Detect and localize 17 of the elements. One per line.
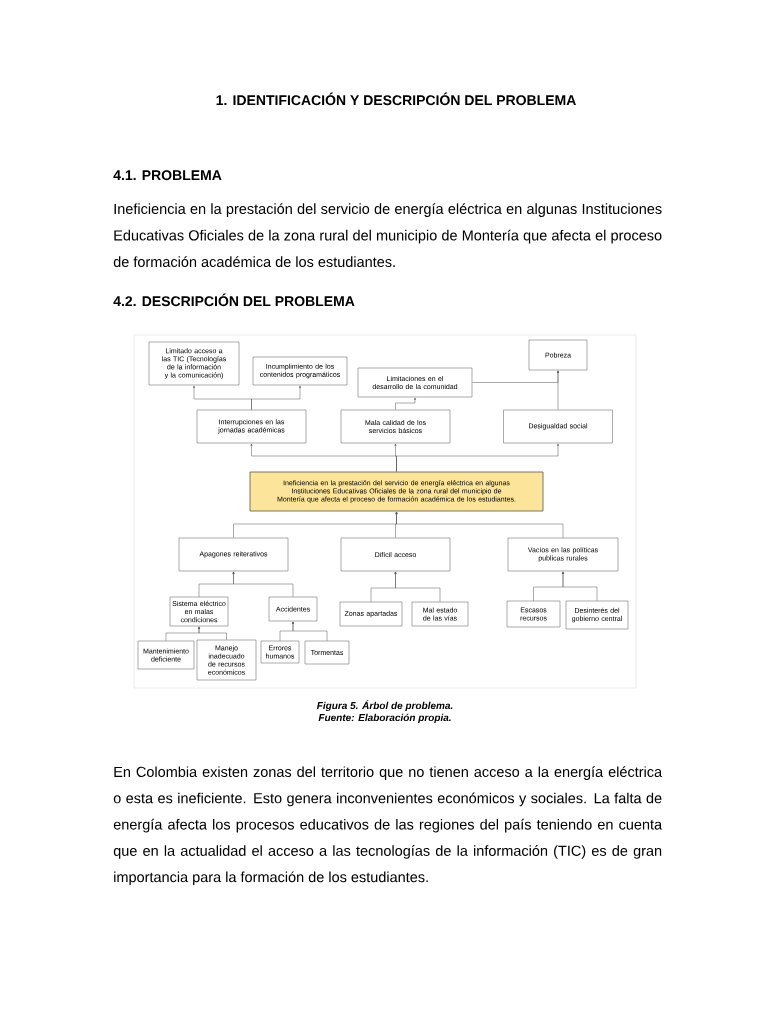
arrow — [251, 385, 301, 410]
paragraph: En Colombia existen zonas del territorio que no tienen acceso a la energía eléctrica o esta es ineficiente. Esto genera inconvenientes económicos y sociales. La falta de energía afecta los procesos educativos de las regiones del país teniendo en cuenta que en la actualidad el acceso a las tecnologías de la información (TIC) es de gran importancia para la formación de los estudiantes. — [113, 766, 663, 886]
arrow — [394, 571, 441, 602]
arrow — [198, 626, 227, 640]
page-title: 1. IDENTIFICACIÓN Y DESCRIPCIÓN DEL PROBLEMA — [216, 92, 576, 106]
arrow — [395, 511, 564, 538]
arrow — [562, 571, 598, 601]
figure-caption: Fuente: Elaboración propia. — [318, 713, 451, 724]
arrow — [292, 621, 328, 641]
arrow — [232, 571, 294, 597]
arrow — [395, 397, 416, 410]
paragraph: Ineficiencia en la prestación del servicio de energía eléctrica en algunas Instituciones Educativas Oficiales de la zona rural del municipio de Montería que afecta el proceso de formación académica de los estudiantes. — [113, 203, 662, 267]
figure-caption: Figura 5. Árbol de problema. — [316, 700, 453, 712]
section-heading: 4.1. PROBLEMA — [113, 170, 222, 181]
arrow — [557, 370, 559, 410]
section-heading: 4.2. DESCRIPCIÓN DEL PROBLEMA — [113, 293, 355, 307]
arrow — [396, 443, 559, 472]
